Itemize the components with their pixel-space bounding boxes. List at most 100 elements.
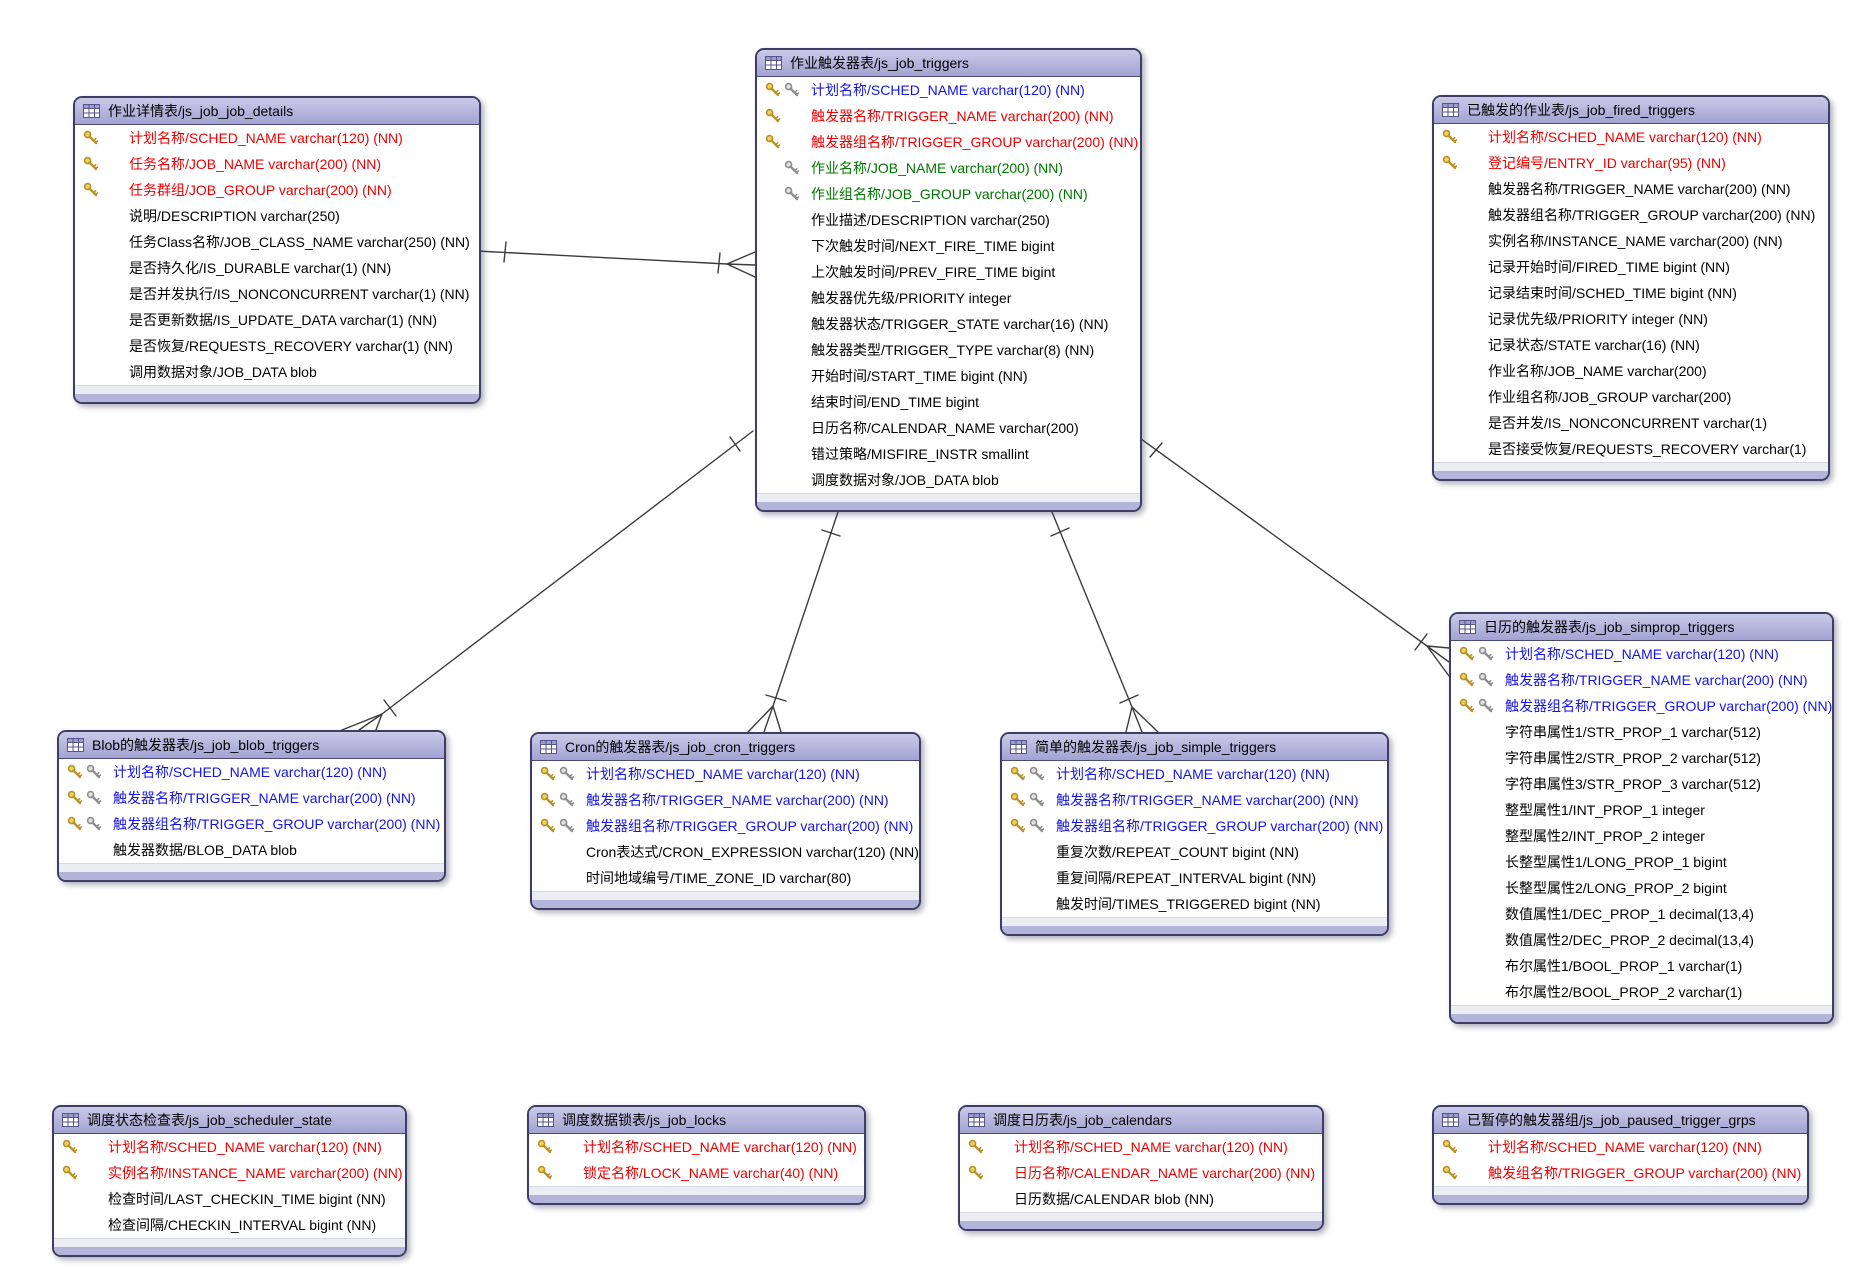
field-row[interactable]: 实例名称/INSTANCE_NAME varchar(200) (NN) [54,1160,405,1186]
field-row[interactable]: 是否并发执行/IS_NONCONCURRENT varchar(1) (NN) [75,281,479,307]
field-row[interactable]: 检查时间/LAST_CHECKIN_TIME bigint (NN) [54,1186,405,1212]
field-row[interactable]: 说明/DESCRIPTION varchar(250) [75,203,479,229]
field-row[interactable]: 锁定名称/LOCK_NAME varchar(40) (NN) [529,1160,864,1186]
field-row[interactable]: 触发器名称/TRIGGER_NAME varchar(200) (NN) [757,103,1140,129]
field-row[interactable]: 开始时间/START_TIME bigint (NN) [757,363,1140,389]
field-row[interactable]: 计划名称/SCHED_NAME varchar(120) (NN) [75,125,479,151]
field-row[interactable]: 记录开始时间/FIRED_TIME bigint (NN) [1434,254,1828,280]
field-row[interactable]: 实例名称/INSTANCE_NAME varchar(200) (NN) [1434,228,1828,254]
relationship-triggers-cron_triggers[interactable] [747,511,841,733]
field-row[interactable]: 错过策略/MISFIRE_INSTR smallint [757,441,1140,467]
field-row[interactable]: 计划名称/SCHED_NAME varchar(120) (NN) [529,1134,864,1160]
field-row[interactable]: 任务群组/JOB_GROUP varchar(200) (NN) [75,177,479,203]
field-row[interactable]: 上次触发时间/PREV_FIRE_TIME bigint [757,259,1140,285]
table-header[interactable]: 简单的触发器表/js_job_simple_triggers [1002,734,1387,761]
field-row[interactable]: 字符串属性1/STR_PROP_1 varchar(512) [1451,719,1832,745]
field-row[interactable]: 触发器组名称/TRIGGER_GROUP varchar(200) (NN) [757,129,1140,155]
table-header[interactable]: 已触发的作业表/js_job_fired_triggers [1434,97,1828,124]
field-row[interactable]: 日历名称/CALENDAR_NAME varchar(200) [757,415,1140,441]
entity-table-triggers[interactable]: 作业触发器表/js_job_triggers 计划名称/SCHED_NAME v… [755,48,1142,512]
field-row[interactable]: 计划名称/SCHED_NAME varchar(120) (NN) [532,761,919,787]
field-row[interactable]: 登记编号/ENTRY_ID varchar(95) (NN) [1434,150,1828,176]
field-row[interactable]: 触发器组名称/TRIGGER_GROUP varchar(200) (NN) [532,813,919,839]
table-header[interactable]: 调度日历表/js_job_calendars [960,1107,1322,1134]
field-row[interactable]: 计划名称/SCHED_NAME varchar(120) (NN) [1451,641,1832,667]
field-row[interactable]: 时间地域编号/TIME_ZONE_ID varchar(80) [532,865,919,891]
table-header[interactable]: 日历的触发器表/js_job_simprop_triggers [1451,614,1832,641]
field-row[interactable]: 布尔属性1/BOOL_PROP_1 varchar(1) [1451,953,1832,979]
table-header[interactable]: 作业详情表/js_job_job_details [75,98,479,125]
field-row[interactable]: 计划名称/SCHED_NAME varchar(120) (NN) [54,1134,405,1160]
entity-table-paused_trigger_grps[interactable]: 已暂停的触发器组/js_job_paused_trigger_grps 计划名称… [1432,1105,1809,1205]
field-row[interactable]: 整型属性1/INT_PROP_1 integer [1451,797,1832,823]
table-header[interactable]: Cron的触发器表/js_job_cron_triggers [532,734,919,761]
table-header[interactable]: 调度状态检查表/js_job_scheduler_state [54,1107,405,1134]
relationship-job_details-triggers[interactable] [476,241,756,278]
field-row[interactable]: 触发器名称/TRIGGER_NAME varchar(200) (NN) [1434,176,1828,202]
field-row[interactable]: 计划名称/SCHED_NAME varchar(120) (NN) [757,77,1140,103]
field-row[interactable]: Cron表达式/CRON_EXPRESSION varchar(120) (NN… [532,839,919,865]
entity-table-fired_triggers[interactable]: 已触发的作业表/js_job_fired_triggers 计划名称/SCHED… [1432,95,1830,481]
field-row[interactable]: 数值属性1/DEC_PROP_1 decimal(13,4) [1451,901,1832,927]
field-row[interactable]: 数值属性2/DEC_PROP_2 decimal(13,4) [1451,927,1832,953]
field-row[interactable]: 日历数据/CALENDAR blob (NN) [960,1186,1322,1212]
field-row[interactable]: 触发器组名称/TRIGGER_GROUP varchar(200) (NN) [1434,202,1828,228]
field-row[interactable]: 长整型属性1/LONG_PROP_1 bigint [1451,849,1832,875]
field-row[interactable]: 触发组名称/TRIGGER_GROUP varchar(200) (NN) [1434,1160,1807,1186]
field-row[interactable]: 布尔属性2/BOOL_PROP_2 varchar(1) [1451,979,1832,1005]
field-row[interactable]: 作业名称/JOB_NAME varchar(200) [1434,358,1828,384]
field-row[interactable]: 长整型属性2/LONG_PROP_2 bigint [1451,875,1832,901]
entity-table-job_details[interactable]: 作业详情表/js_job_job_details 计划名称/SCHED_NAME… [73,96,481,404]
field-row[interactable]: 作业组名称/JOB_GROUP varchar(200) [1434,384,1828,410]
table-header[interactable]: 调度数据锁表/js_job_locks [529,1107,864,1134]
field-row[interactable]: 触发器组名称/TRIGGER_GROUP varchar(200) (NN) [59,811,444,837]
field-row[interactable]: 触发器类型/TRIGGER_TYPE varchar(8) (NN) [757,337,1140,363]
field-row[interactable]: 是否恢复/REQUESTS_RECOVERY varchar(1) (NN) [75,333,479,359]
field-row[interactable]: 触发器名称/TRIGGER_NAME varchar(200) (NN) [59,785,444,811]
field-row[interactable]: 任务名称/JOB_NAME varchar(200) (NN) [75,151,479,177]
field-row[interactable]: 记录状态/STATE varchar(16) (NN) [1434,332,1828,358]
entity-table-cron_triggers[interactable]: Cron的触发器表/js_job_cron_triggers 计划名称/SCHE… [530,732,921,910]
field-row[interactable]: 重复次数/REPEAT_COUNT bigint (NN) [1002,839,1387,865]
field-row[interactable]: 是否并发/IS_NONCONCURRENT varchar(1) [1434,410,1828,436]
field-row[interactable]: 作业名称/JOB_NAME varchar(200) (NN) [757,155,1140,181]
field-row[interactable]: 调用数据对象/JOB_DATA blob [75,359,479,385]
table-header[interactable]: 作业触发器表/js_job_triggers [757,50,1140,77]
entity-table-simple_triggers[interactable]: 简单的触发器表/js_job_simple_triggers 计划名称/SCHE… [1000,732,1389,936]
field-row[interactable]: 触发器组名称/TRIGGER_GROUP varchar(200) (NN) [1002,813,1387,839]
field-row[interactable]: 计划名称/SCHED_NAME varchar(120) (NN) [1434,1134,1807,1160]
field-row[interactable]: 记录优先级/PRIORITY integer (NN) [1434,306,1828,332]
table-header[interactable]: Blob的触发器表/js_job_blob_triggers [59,732,444,759]
relationship-triggers-blob_triggers[interactable] [341,430,754,731]
field-row[interactable]: 日历名称/CALENDAR_NAME varchar(200) (NN) [960,1160,1322,1186]
field-row[interactable]: 触发器名称/TRIGGER_NAME varchar(200) (NN) [1451,667,1832,693]
field-row[interactable]: 记录结束时间/SCHED_TIME bigint (NN) [1434,280,1828,306]
field-row[interactable]: 重复间隔/REPEAT_INTERVAL bigint (NN) [1002,865,1387,891]
field-row[interactable]: 是否更新数据/IS_UPDATE_DATA varchar(1) (NN) [75,307,479,333]
field-row[interactable]: 触发器名称/TRIGGER_NAME varchar(200) (NN) [532,787,919,813]
field-row[interactable]: 调度数据对象/JOB_DATA blob [757,467,1140,493]
field-row[interactable]: 触发器状态/TRIGGER_STATE varchar(16) (NN) [757,311,1140,337]
field-row[interactable]: 计划名称/SCHED_NAME varchar(120) (NN) [1434,124,1828,150]
field-row[interactable]: 作业描述/DESCRIPTION varchar(250) [757,207,1140,233]
field-row[interactable]: 字符串属性3/STR_PROP_3 varchar(512) [1451,771,1832,797]
relationship-triggers-simple_triggers[interactable] [1050,511,1159,733]
field-row[interactable]: 触发器名称/TRIGGER_NAME varchar(200) (NN) [1002,787,1387,813]
entity-table-scheduler_state[interactable]: 调度状态检查表/js_job_scheduler_state 计划名称/SCHE… [52,1105,407,1257]
field-row[interactable]: 是否持久化/IS_DURABLE varchar(1) (NN) [75,255,479,281]
field-row[interactable]: 字符串属性2/STR_PROP_2 varchar(512) [1451,745,1832,771]
field-row[interactable]: 检查间隔/CHECKIN_INTERVAL bigint (NN) [54,1212,405,1238]
entity-table-simprop_triggers[interactable]: 日历的触发器表/js_job_simprop_triggers 计划名称/SCH… [1449,612,1834,1024]
field-row[interactable]: 下次触发时间/NEXT_FIRE_TIME bigint [757,233,1140,259]
field-row[interactable]: 触发器优先级/PRIORITY integer [757,285,1140,311]
field-row[interactable]: 计划名称/SCHED_NAME varchar(120) (NN) [59,759,444,785]
field-row[interactable]: 整型属性2/INT_PROP_2 integer [1451,823,1832,849]
field-row[interactable]: 任务Class名称/JOB_CLASS_NAME varchar(250) (N… [75,229,479,255]
field-row[interactable]: 触发器组名称/TRIGGER_GROUP varchar(200) (NN) [1451,693,1832,719]
field-row[interactable]: 触发时间/TIMES_TRIGGERED bigint (NN) [1002,891,1387,917]
field-row[interactable]: 计划名称/SCHED_NAME varchar(120) (NN) [960,1134,1322,1160]
field-row[interactable]: 是否接受恢复/REQUESTS_RECOVERY varchar(1) [1434,436,1828,462]
entity-table-blob_triggers[interactable]: Blob的触发器表/js_job_blob_triggers 计划名称/SCHE… [57,730,446,882]
field-row[interactable]: 计划名称/SCHED_NAME varchar(120) (NN) [1002,761,1387,787]
table-header[interactable]: 已暂停的触发器组/js_job_paused_trigger_grps [1434,1107,1807,1134]
